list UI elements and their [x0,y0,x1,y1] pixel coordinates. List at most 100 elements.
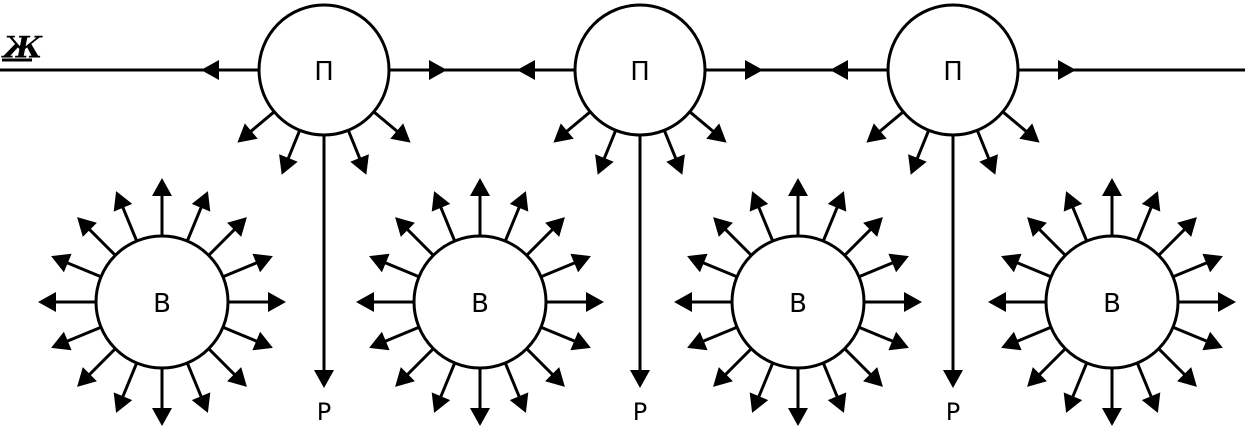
radiating-arrow-icon [827,392,847,413]
radiating-arrow-icon [38,292,56,312]
radiating-arrow-icon [77,367,97,387]
radiating-arrow-icon [1027,367,1047,387]
lower-node: В [674,178,922,426]
radiating-arrow-icon [1141,392,1161,413]
radiating-arrow-line [1135,201,1155,242]
radiating-arrow-icon [227,217,247,237]
radiating-arrow-line [697,325,738,345]
radiating-arrow-icon [227,367,247,387]
radiating-arrow-icon [509,191,529,212]
radiating-arrow-line [755,201,775,242]
lower-node-circle [412,234,548,370]
radiating-arrow-line [84,347,117,380]
radiating-arrow-icon [749,191,769,212]
radiating-arrow-icon [252,253,273,273]
line-arrow-right-icon [429,60,447,80]
radiating-arrow-line [379,325,420,345]
radiating-arrow-icon [904,292,922,312]
line-arrow-right-icon [1058,60,1076,80]
radiating-arrow-line [503,201,523,242]
radiating-arrow-line [437,201,457,242]
radiating-arrow-icon [713,217,733,237]
radiating-arrow-line [84,224,117,257]
radiating-arrow-icon [1063,191,1083,212]
radiating-arrow-line [402,347,435,380]
radiating-arrow-icon [431,191,451,212]
output-label: Р [317,398,331,426]
lower-node-circle [730,234,866,370]
radiating-arrow-icon [77,217,97,237]
radiating-arrow-icon [908,154,927,175]
radiating-arrow-icon [827,191,847,212]
radiating-arrow-icon [687,331,708,351]
radiating-arrow-icon [470,408,490,426]
radiating-arrow-icon [191,392,211,413]
radiating-arrow-icon [713,367,733,387]
radiating-arrow-line [1135,362,1155,403]
line-arrow-right-icon [745,60,763,80]
radiating-arrow-icon [687,253,708,273]
lower-node-circle [1044,234,1180,370]
radiating-arrow-icon [51,253,72,273]
lower-node-circle [94,234,230,370]
radiating-arrow-line [821,362,841,403]
radiating-arrow-icon [674,292,692,312]
radiating-arrow-icon [570,331,591,351]
radiating-arrow-line [755,362,775,403]
output-arrow-icon [314,370,334,388]
lower-node: В [38,178,286,426]
upper-node: ПР [517,3,763,426]
radiating-arrow-icon [237,123,258,143]
radiating-arrow-line [913,129,931,165]
radiating-arrow-icon [356,292,374,312]
radiating-arrow-line [720,347,753,380]
radiating-arrow-icon [395,217,415,237]
radiating-arrow-line [284,129,302,165]
radiating-arrow-icon [268,292,286,312]
radiating-arrow-icon [545,367,565,387]
radiating-arrow-line [119,201,139,242]
radiating-arrow-icon [1001,253,1022,273]
radiating-arrow-line [697,259,738,279]
radiating-arrow-icon [369,253,390,273]
radiating-arrow-icon [866,123,887,143]
radiating-arrow-icon [1102,178,1122,196]
radiating-arrow-icon [1202,253,1223,273]
radiating-arrow-icon [113,392,133,413]
radiating-arrow-icon [863,217,883,237]
radiating-arrow-icon [1001,331,1022,351]
radiating-arrow-icon [1019,123,1040,143]
radiating-arrow-line [346,129,364,165]
radiating-arrow-line [821,201,841,242]
output-arrow-icon [630,370,650,388]
radiating-arrow-line [1069,362,1089,403]
line-arrow-left-icon [517,60,535,80]
radiating-arrow-line [207,224,240,257]
radiating-arrow-icon [595,154,614,175]
radiating-arrow-icon [706,123,727,143]
radiating-arrow-icon [1177,367,1197,387]
radiating-arrow-icon [888,331,909,351]
output-label: Р [946,398,960,426]
radiating-arrow-line [61,259,102,279]
radiating-arrow-line [843,224,876,257]
radiating-arrow-icon [749,392,769,413]
radiating-arrow-icon [586,292,604,312]
radiating-arrow-icon [395,367,415,387]
radiating-arrow-icon [509,392,529,413]
radiating-arrow-icon [1027,217,1047,237]
upper-node-circle [886,3,1020,137]
radiating-arrow-line [525,224,558,257]
radiating-arrow-line [1172,325,1213,345]
radiating-arrow-icon [369,331,390,351]
radiating-arrow-line [402,224,435,257]
radiating-arrow-line [525,347,558,380]
upper-node-label: П [943,57,963,87]
output-arrow-icon [943,370,963,388]
radiating-arrow-line [662,129,680,165]
radiating-arrow-line [540,325,581,345]
radiating-arrow-icon [863,367,883,387]
radiating-arrow-icon [350,154,369,175]
